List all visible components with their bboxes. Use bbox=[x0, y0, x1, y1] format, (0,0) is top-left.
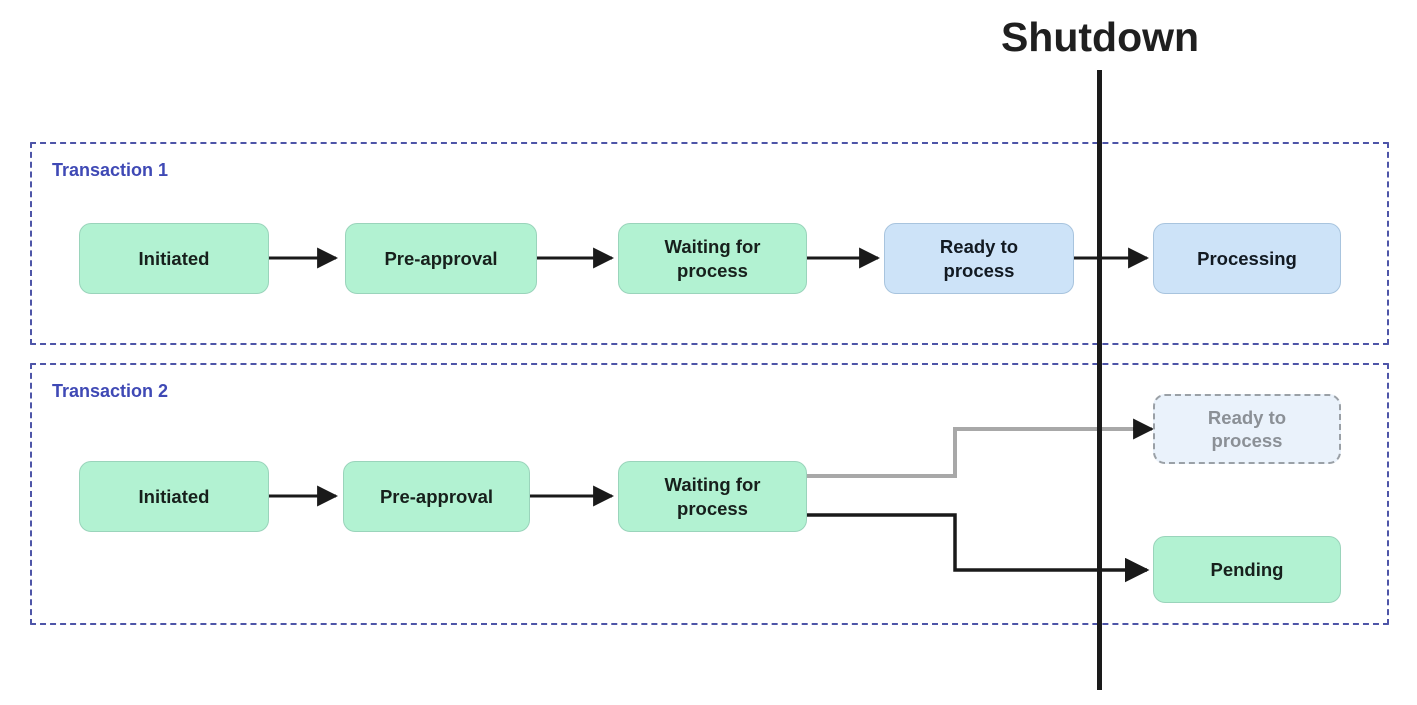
node-label-line2: process bbox=[677, 497, 748, 519]
node-t2-pending[interactable]: Pending bbox=[1153, 536, 1341, 603]
node-label: Initiated bbox=[138, 485, 210, 507]
node-t2-pre-approval[interactable]: Pre-approval bbox=[343, 461, 530, 532]
transaction-1-title: Transaction 1 bbox=[52, 160, 169, 180]
node-t1-ready-to-process[interactable]: Ready to process bbox=[884, 223, 1074, 294]
node-label-line1: Ready to bbox=[1207, 406, 1287, 428]
node-t1-processing[interactable]: Processing bbox=[1153, 223, 1341, 294]
shutdown-label: Shutdown bbox=[1000, 14, 1200, 60]
node-t1-waiting-for-process[interactable]: Waiting for process bbox=[618, 223, 807, 294]
node-label-line2: process bbox=[943, 259, 1015, 281]
node-t1-pre-approval[interactable]: Pre-approval bbox=[345, 223, 537, 294]
node-label: Initiated bbox=[138, 247, 210, 269]
node-label-line2: process bbox=[677, 259, 748, 281]
transaction-1-container: Transaction 1 bbox=[30, 142, 1389, 345]
node-label-line1: Waiting for bbox=[664, 474, 761, 496]
node-t2-ready-to-process-ghost[interactable]: Ready to process bbox=[1153, 394, 1341, 464]
transaction-2-title: Transaction 2 bbox=[52, 381, 169, 401]
node-label: Pre-approval bbox=[384, 247, 498, 269]
node-label: Pending bbox=[1210, 558, 1284, 580]
node-label-line1: Ready to bbox=[939, 236, 1019, 258]
node-label-line1: Waiting for bbox=[664, 236, 761, 258]
node-t1-initiated[interactable]: Initiated bbox=[79, 223, 269, 294]
node-label: Processing bbox=[1197, 247, 1297, 269]
node-t2-waiting-for-process[interactable]: Waiting for process bbox=[618, 461, 807, 532]
transaction-2-container: Transaction 2 bbox=[30, 363, 1389, 625]
shutdown-line bbox=[1097, 70, 1102, 690]
node-label: Pre-approval bbox=[379, 485, 494, 507]
node-label-line2: process bbox=[1211, 430, 1283, 451]
node-t2-initiated[interactable]: Initiated bbox=[79, 461, 269, 532]
